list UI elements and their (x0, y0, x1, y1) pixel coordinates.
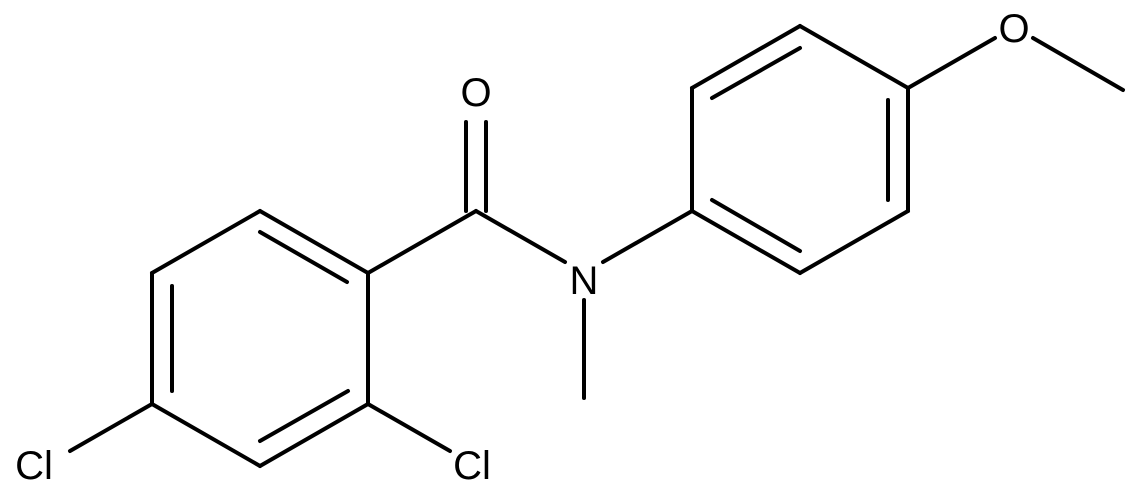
ring-bond (258, 402, 370, 468)
ring-bond (690, 24, 802, 90)
methoxyphenyl-ring (690, 24, 910, 275)
ring-bond (798, 24, 910, 90)
oxygen-methyl-bond (1031, 36, 1125, 92)
ring-bond (798, 209, 910, 275)
methoxy-oxygen-label: O (998, 7, 1029, 51)
aryl-oxygen-bond (906, 36, 997, 90)
c2-chlorine-bond (366, 402, 452, 453)
carbonyl-nitrogen-bond (474, 209, 567, 264)
aromatic-inner-bond (258, 230, 349, 284)
carbonyl-oxygen-label: O (460, 71, 491, 115)
dichlorophenyl-ring (150, 209, 370, 468)
ring-bond (150, 402, 262, 468)
chlorine-4-label: Cl (15, 444, 53, 488)
aromatic-inner-bond (710, 46, 802, 100)
nitrogen-label: N (570, 259, 599, 303)
nitrogen-aryl-bond (601, 209, 694, 264)
aromatic-inner-bond (258, 389, 350, 443)
aromatic-inner-bond (710, 198, 802, 253)
ring-bond (150, 209, 262, 275)
ring-bond (258, 209, 370, 275)
chlorine-2-label: Cl (453, 444, 491, 488)
c4-chlorine-bond (68, 402, 154, 453)
ring-bond (690, 209, 802, 275)
ring-carbonyl-bond (366, 209, 478, 275)
